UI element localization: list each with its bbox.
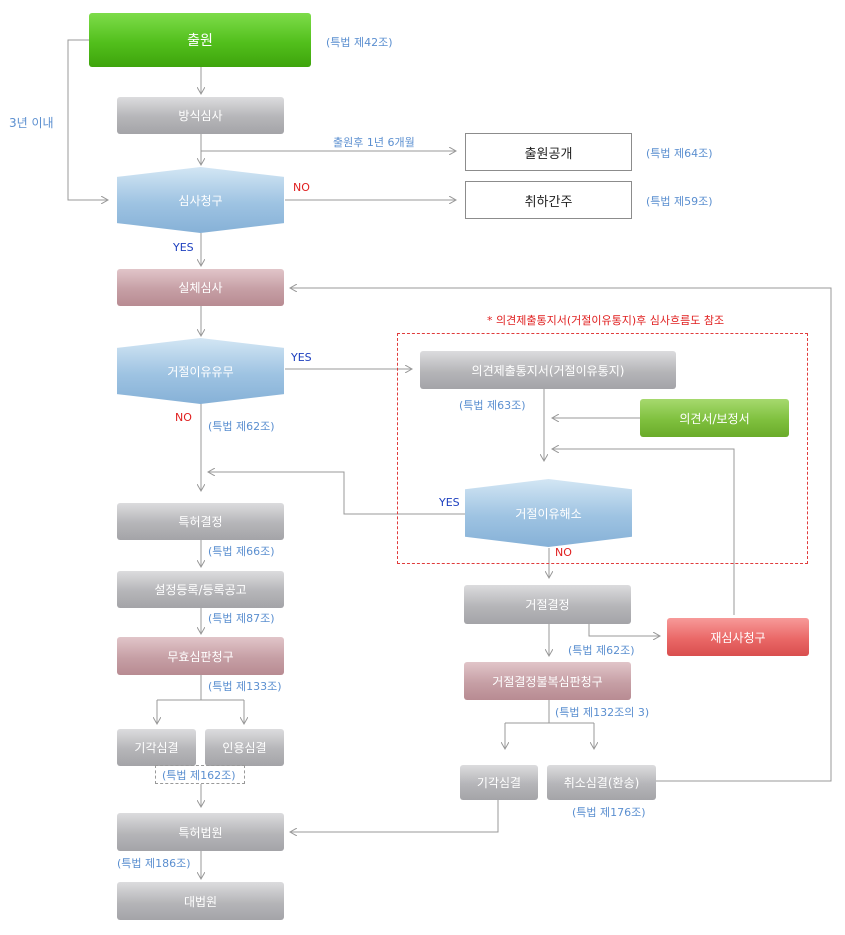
patent-decision-label: 특허결정	[178, 513, 222, 530]
registration-node: 설정등록/등록공고	[117, 571, 284, 608]
publication-label: 출원공개	[525, 143, 573, 162]
patent-decision-node: 특허결정	[117, 503, 284, 540]
art62-right-label: (특법 제62조)	[568, 642, 635, 658]
rejection-decision-label: 거절결정	[525, 596, 569, 613]
exam-request-decision: 심사청구	[117, 167, 284, 233]
rejection-decision-node: 거절결정	[464, 585, 631, 624]
re-exam-request-label: 재심사청구	[710, 629, 765, 646]
within-3-years-label: 3년 이내	[9, 114, 54, 131]
deemed-withdrawn-node: 취하간주	[465, 181, 632, 219]
patent-court-label: 특허법원	[178, 824, 222, 841]
yes-resolved-label: YES	[439, 496, 460, 509]
no-exam-label: NO	[293, 181, 310, 194]
supreme-court-node: 대법원	[117, 882, 284, 920]
yes-exam-label: YES	[173, 241, 194, 254]
dismissal-left-node: 기각심결	[117, 729, 196, 766]
art42-label: (특법 제42조)	[326, 34, 393, 50]
deemed-withdrawn-label: 취하간주	[525, 191, 573, 210]
appeal-trial-node: 거절결정불복심판청구	[464, 662, 631, 700]
exam-request-label: 심사청구	[178, 192, 222, 209]
invalidation-trial-node: 무효심판청구	[117, 637, 284, 675]
formality-exam-node: 방식심사	[117, 97, 284, 134]
cancellation-node: 취소심결(환송)	[547, 765, 656, 800]
opinion-amend-label: 의견서/보정서	[679, 410, 749, 427]
yes-reject-label: YES	[291, 351, 312, 364]
supreme-court-label: 대법원	[184, 893, 217, 910]
patent-court-node: 특허법원	[117, 813, 284, 851]
art176-label: (특법 제176조)	[572, 804, 646, 820]
art59-label: (특법 제59조)	[646, 193, 713, 209]
cancellation-label: 취소심결(환송)	[564, 774, 640, 791]
art87-label: (특법 제87조)	[208, 610, 275, 626]
dismissal-right-node: 기각심결	[460, 765, 538, 800]
acceptance-node: 인용심결	[205, 729, 284, 766]
substantive-exam-node: 실체심사	[117, 269, 284, 306]
filing-label: 출원	[187, 30, 213, 50]
no-reject-label: NO	[175, 411, 192, 424]
invalidation-trial-label: 무효심판청구	[167, 648, 233, 665]
note-label: * 의견제출통지서(거절이유통지)후 심사흐름도 참조	[487, 312, 724, 328]
publication-node: 출원공개	[465, 133, 632, 171]
art162-label: (특법 제162조)	[162, 767, 236, 783]
filing-node: 출원	[89, 13, 311, 67]
art132-label: (특법 제132조의 3)	[555, 704, 649, 720]
acceptance-label: 인용심결	[222, 739, 266, 756]
rejection-check-label: 거절이유유무	[167, 363, 233, 380]
formality-exam-label: 방식심사	[178, 107, 222, 124]
art186-label: (특법 제186조)	[117, 855, 191, 871]
no-resolved-label: NO	[555, 546, 572, 559]
art133-label: (특법 제133조)	[208, 678, 282, 694]
dismissal-right-label: 기각심결	[477, 774, 521, 791]
rejection-resolved-label: 거절이유해소	[515, 505, 581, 522]
dismissal-left-label: 기각심결	[134, 739, 178, 756]
registration-label: 설정등록/등록공고	[154, 581, 246, 598]
art64-label: (특법 제64조)	[646, 145, 713, 161]
appeal-trial-label: 거절결정불복심판청구	[492, 673, 602, 690]
art62-left-label: (특법 제62조)	[208, 418, 275, 434]
rejection-check-decision: 거절이유유무	[117, 338, 284, 404]
art66-label: (특법 제66조)	[208, 543, 275, 559]
re-exam-request-node: 재심사청구	[667, 618, 809, 656]
opinion-notice-label: 의견제출통지서(거절이유통지)	[472, 362, 625, 379]
opinion-amend-node: 의견서/보정서	[640, 399, 789, 437]
art63-label: (특법 제63조)	[459, 397, 526, 413]
rejection-resolved-decision: 거절이유해소	[465, 479, 632, 547]
after-filing-label: 출원후 1년 6개월	[333, 134, 415, 150]
substantive-exam-label: 실체심사	[178, 279, 222, 296]
opinion-notice-node: 의견제출통지서(거절이유통지)	[420, 351, 676, 389]
